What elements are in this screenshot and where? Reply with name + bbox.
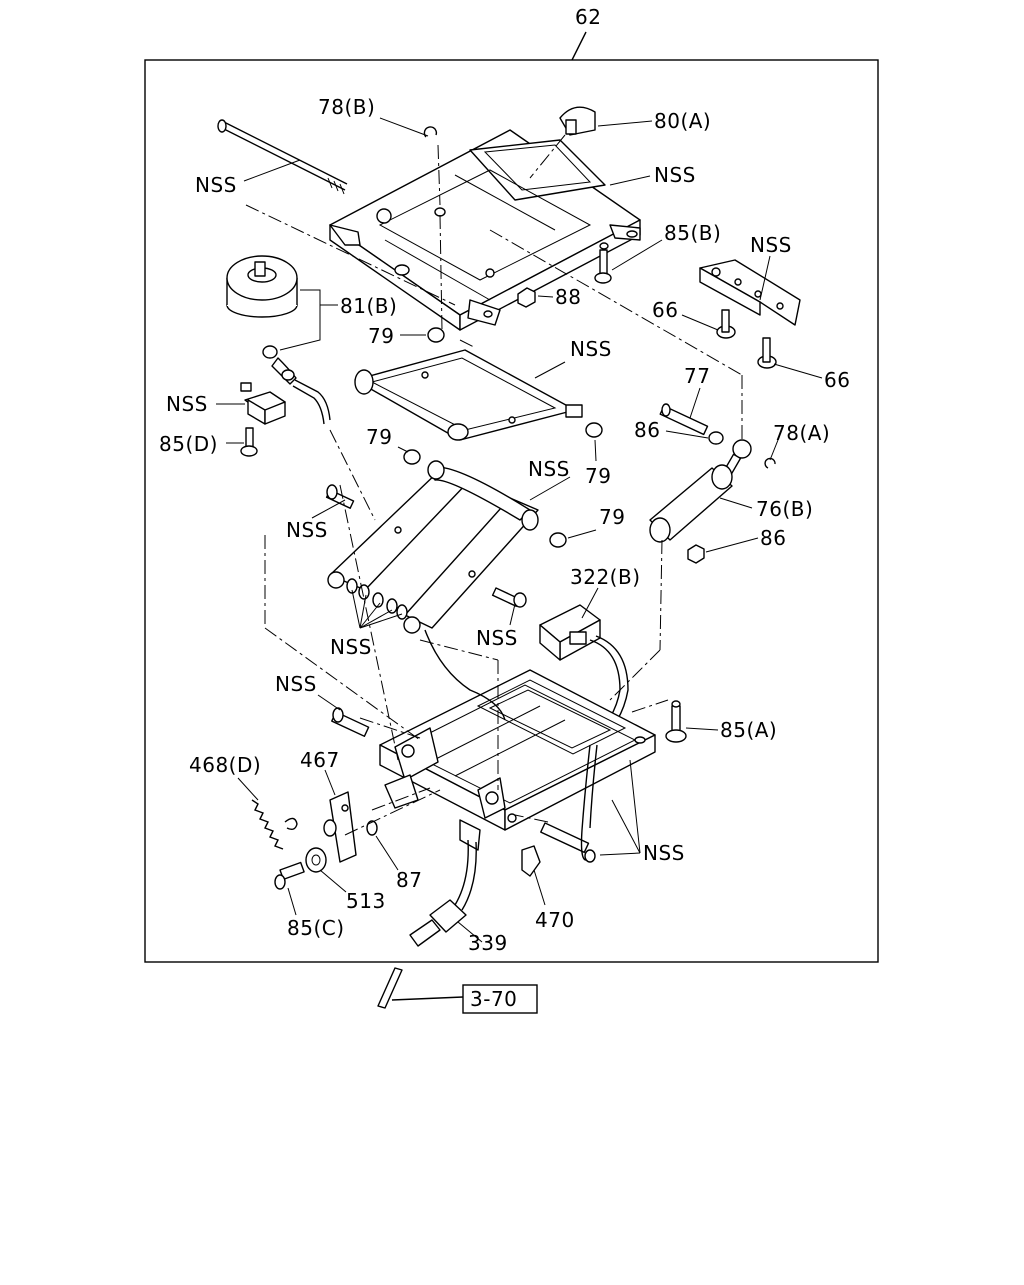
lever-467 (323, 791, 357, 863)
callout-76b: 76(B) (756, 497, 813, 521)
callout-470: 470 (535, 908, 575, 932)
shock-absorber-76b (649, 439, 752, 543)
bolt-85d (240, 427, 258, 457)
callout-86-lower: 86 (760, 526, 786, 550)
upper-scissor-arm (354, 349, 583, 441)
washer-87 (366, 820, 378, 836)
callout-nss-bolt: NSS (286, 518, 328, 542)
long-bolt-rod (217, 119, 348, 195)
callout-79-upper: 79 (368, 324, 394, 348)
bolt-85a (665, 700, 687, 743)
eye-bolt-66a (716, 309, 736, 339)
washer-79a (427, 327, 445, 343)
callout-467: 467 (300, 748, 340, 772)
callout-86-upper: 86 (634, 418, 660, 442)
lower-seat-frame (379, 669, 656, 851)
callout-339: 339 (468, 931, 508, 955)
callout-87: 87 (396, 868, 422, 892)
hose-lower-left (424, 629, 506, 721)
callout-468d: 468(D) (189, 753, 261, 777)
fitting-339 (409, 839, 477, 947)
callout-66-upper: 66 (652, 298, 678, 322)
callout-nss-bolt2: NSS (476, 626, 518, 650)
callout-labels: 78(B) 80(A) NSS NSS 85(B) NSS 88 81(B) 6… (159, 95, 850, 955)
callout-66-lower: 66 (824, 368, 850, 392)
eye-bolt-66b (757, 337, 777, 369)
air-hose (262, 345, 331, 425)
callout-nss-washers: NSS (330, 635, 372, 659)
right-bracket (699, 259, 801, 326)
bolt-nss-left (325, 484, 355, 509)
callout-nss-bracket: NSS (750, 233, 792, 257)
reference-label: 3-70 (470, 987, 517, 1011)
collar-86a (708, 431, 724, 445)
reference-pointer (377, 967, 464, 1009)
callout-88: 88 (555, 285, 581, 309)
callout-79-left: 79 (366, 425, 392, 449)
callout-nss-rod: NSS (195, 173, 237, 197)
washer-79c (585, 422, 603, 438)
part-80a (559, 106, 596, 136)
assembly-leader (571, 31, 587, 61)
callout-nss-bottom: NSS (643, 841, 685, 865)
nut-86b (687, 544, 705, 564)
washer-513 (305, 847, 327, 873)
pin-nss-bottom (540, 822, 596, 863)
pin-77 (659, 403, 709, 436)
callout-81b: 81(B) (340, 294, 397, 318)
lower-scissor-arm (327, 460, 539, 634)
pin-nss-left (331, 707, 370, 737)
cushion-81b (226, 255, 298, 318)
callout-85d: 85(D) (159, 432, 218, 456)
nut-88 (517, 287, 536, 308)
diagram-frame (144, 59, 879, 963)
callout-85a: 85(A) (720, 718, 777, 742)
callout-77: 77 (684, 364, 710, 388)
callout-nss-pin: NSS (275, 672, 317, 696)
callout-79-right: 79 (585, 464, 611, 488)
callout-80a: 80(A) (654, 109, 711, 133)
hose-lower-right (580, 744, 591, 861)
reference-box (462, 984, 538, 1014)
clip-bracket (240, 382, 286, 425)
callout-85b: 85(B) (664, 221, 721, 245)
upper-seat-frame (329, 129, 641, 331)
bolt-85c (274, 861, 305, 890)
callout-78a: 78(A) (773, 421, 830, 445)
spring-468d (251, 799, 298, 850)
clip-470 (521, 845, 541, 877)
bolt-85b (594, 242, 612, 284)
callout-nss-mid: NSS (528, 457, 570, 481)
assembly-number: 62 (575, 5, 601, 29)
guide-lines (245, 204, 743, 836)
callout-322b: 322(B) (570, 565, 641, 589)
clip-78a (764, 457, 776, 469)
leader-lines (216, 117, 823, 943)
washer-79d (549, 532, 567, 548)
callout-78b: 78(B) (318, 95, 375, 119)
callout-nss-top: NSS (654, 163, 696, 187)
callout-nss-arm: NSS (570, 337, 612, 361)
washer-stack (346, 578, 408, 620)
callout-513: 513 (346, 889, 386, 913)
callout-79-lower: 79 (599, 505, 625, 529)
washer-79b (403, 449, 421, 465)
callout-nss-clip: NSS (166, 392, 208, 416)
bolt-nss-right (491, 587, 527, 608)
callout-85c: 85(C) (287, 916, 345, 940)
